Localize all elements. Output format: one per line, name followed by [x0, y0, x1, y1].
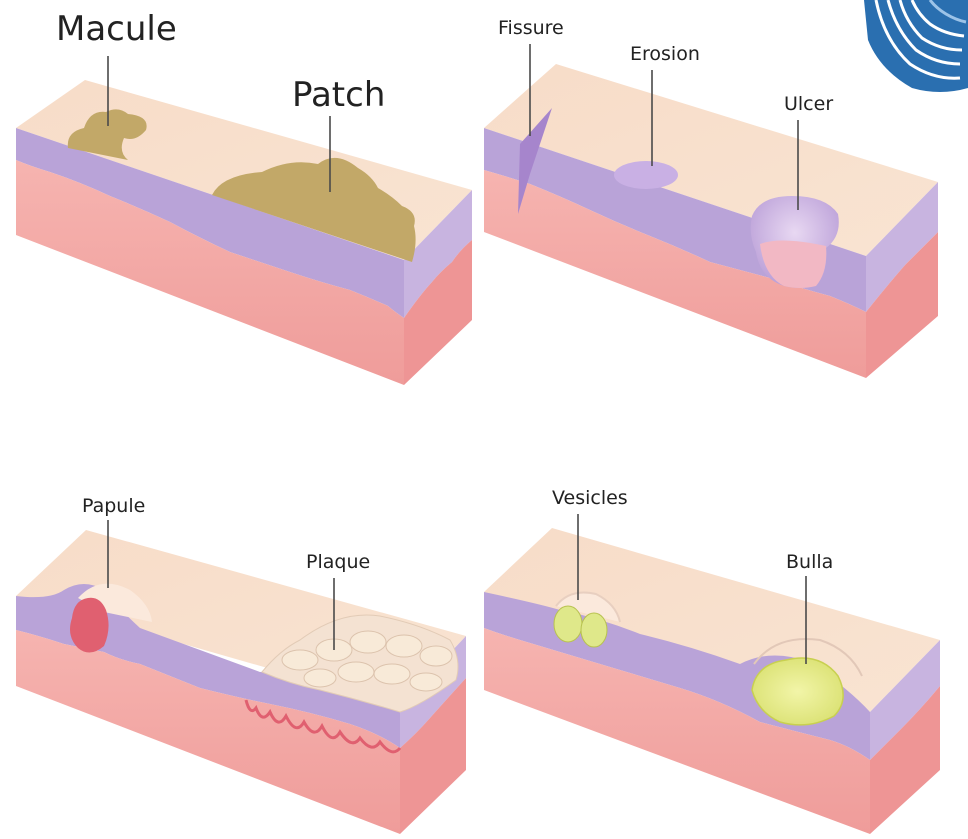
fissure-label: Fissure: [498, 17, 564, 39]
vesicle-lesion-1: [554, 606, 582, 642]
panel-fissure-erosion-ulcer: Fissure Erosion Ulcer: [484, 17, 938, 378]
papule-label: Papule: [82, 495, 145, 517]
papule-lesion: [70, 598, 109, 653]
erosion-lesion: [614, 161, 678, 189]
panel-vesicles-bulla: Vesicles Bulla: [484, 487, 940, 834]
shield-logo-icon: [864, 0, 968, 92]
vesicles-label: Vesicles: [552, 487, 628, 509]
macule-label: Macule: [56, 9, 177, 49]
patch-label: Patch: [292, 75, 385, 115]
panel-papule-plaque: Papule Plaque: [16, 495, 466, 834]
plaque-label: Plaque: [306, 551, 370, 573]
erosion-label: Erosion: [630, 43, 700, 65]
ulcer-label: Ulcer: [784, 93, 833, 115]
bulla-label: Bulla: [786, 551, 833, 573]
vesicle-lesion-2: [581, 613, 607, 647]
panel-macule-patch: Macule Patch: [16, 9, 472, 385]
